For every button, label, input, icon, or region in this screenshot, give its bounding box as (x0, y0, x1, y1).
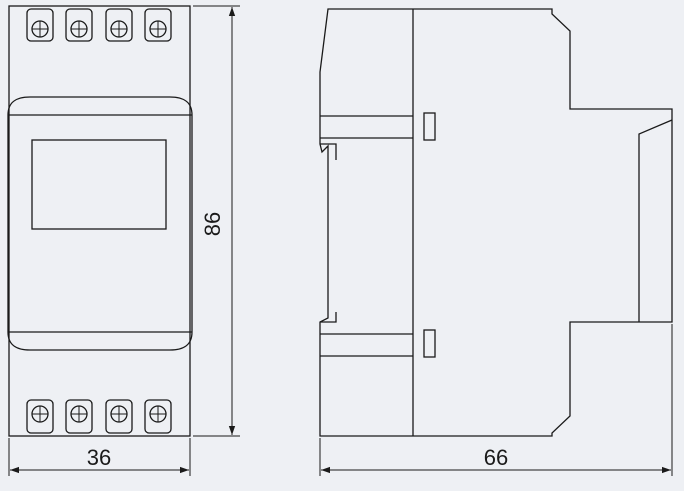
top-terminal-block (26, 8, 172, 42)
latch-slot-upper (423, 112, 436, 141)
width-dimension-label: 36 (87, 445, 111, 470)
terminal-screw-housing (65, 399, 93, 434)
bottom-terminal-block (26, 399, 172, 434)
terminal-screw-housing (65, 8, 93, 42)
display-window (31, 139, 167, 230)
din-clip-upper (320, 143, 337, 160)
height-dimension: 86 (193, 5, 240, 437)
side-view (319, 8, 673, 437)
side-outline (319, 8, 673, 437)
width-dimension: 36 (8, 438, 191, 476)
side-front-step (638, 119, 673, 322)
front-view (7, 5, 193, 437)
terminal-screw-housing (26, 8, 54, 42)
depth-dimension: 66 (319, 324, 673, 476)
depth-dimension-label: 66 (484, 445, 508, 470)
terminal-screw-housing (105, 8, 133, 42)
front-cover (7, 96, 193, 351)
latch-slot-lower (423, 329, 436, 358)
din-clip-lower (320, 312, 337, 323)
terminal-screw-housing (144, 399, 172, 434)
terminal-screw-housing (144, 8, 172, 42)
terminal-screw-housing (105, 399, 133, 434)
terminal-screw-housing (26, 399, 54, 434)
front-outer-body (8, 5, 191, 437)
height-dimension-label: 86 (200, 212, 225, 236)
